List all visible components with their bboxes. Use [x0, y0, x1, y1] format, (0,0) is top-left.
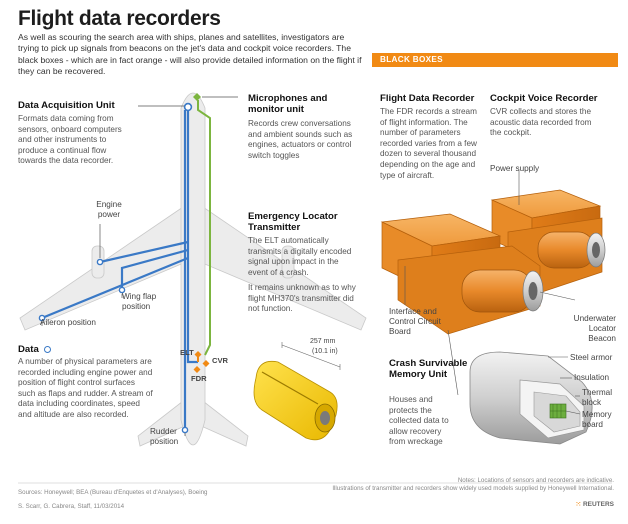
label-insulation: Insulation: [574, 373, 610, 382]
fdr-text: The FDR records a stream of flight infor…: [380, 107, 477, 180]
sensor-markers: [38, 93, 210, 434]
label-rudder: Rudder position: [150, 427, 179, 446]
page-title: Flight data recorders: [18, 7, 221, 30]
data-text: A number of physical parameters are reco…: [18, 357, 153, 419]
label-steel-armor: Steel armor: [570, 353, 613, 362]
label-memory-board: Memory board: [582, 410, 612, 429]
intro-text: As well as scouring the search area with…: [18, 32, 362, 76]
footer-notes: Notes: Locations of sensors and recorder…: [457, 477, 614, 484]
daq-heading: Data Acquisition Unit: [18, 100, 115, 111]
fdr-device: [380, 213, 576, 396]
data-heading: Data: [18, 344, 52, 355]
mic-wiring: [197, 100, 211, 356]
elt-text: The ELT automatically transmits a digita…: [248, 236, 352, 277]
data-heading-text: Data: [18, 344, 39, 355]
csmu-text: Houses and protects the collected data t…: [389, 395, 449, 447]
cvr-text: CVR collects and stores the acoustic dat…: [490, 107, 592, 138]
label-interface-board: Interface and Control Circuit Board: [389, 307, 441, 336]
cvr-heading: Cockpit Voice Recorder: [490, 93, 598, 104]
leader-lines: [41, 96, 238, 436]
reuters-wordmark: REUTERS: [582, 501, 614, 508]
data-wiring: [41, 110, 198, 430]
label-thermal-block: Thermal block: [582, 388, 613, 407]
microphones-text: Records crew conversations and ambient s…: [248, 119, 353, 160]
csmu-cutaway: [469, 351, 593, 445]
label-cvr: CVR: [212, 356, 229, 365]
reuters-logo: ⁙ REUTERS: [576, 500, 614, 508]
black-boxes-banner: BLACK BOXES: [372, 53, 618, 67]
csmu-heading: Crash Survivable Memory Unit: [389, 358, 468, 380]
data-circle-icon: [44, 345, 52, 353]
elt-text-2: It remains unknown as to why flight MH37…: [248, 283, 356, 314]
footer-illustrations: Illustrations of transmitter and recorde…: [332, 485, 614, 492]
fdr-heading: Flight Data Recorder: [380, 93, 475, 104]
label-aileron: Aileron position: [40, 318, 96, 327]
reuters-dots-icon: ⁙: [575, 501, 582, 508]
label-beacon: Underwater Locator Beacon: [573, 314, 616, 343]
elt-dimension-mm: 257 mm: [310, 338, 336, 345]
footer-sources: Sources: Honeywell; BEA (Bureau d'Enquet…: [18, 489, 208, 496]
elt-heading: Emergency Locator Transmitter: [248, 211, 338, 233]
label-elt: ELT: [180, 348, 194, 357]
label-power-supply: Power supply: [490, 164, 540, 173]
elt-dimension-in: (10.1 in): [312, 348, 338, 355]
label-engine-power: Engine power: [96, 200, 122, 219]
label-wing-flap: Wing flap position: [122, 292, 157, 311]
daq-text: Formats data coming from sensors, onboar…: [18, 114, 122, 166]
label-fdr: FDR: [191, 374, 207, 383]
elt-device: [253, 342, 341, 441]
microphones-heading: Microphones and monitor unit: [248, 93, 328, 115]
footer-credit: S. Scarr, G. Cabrera, Staff, 11/03/2014: [18, 503, 125, 510]
